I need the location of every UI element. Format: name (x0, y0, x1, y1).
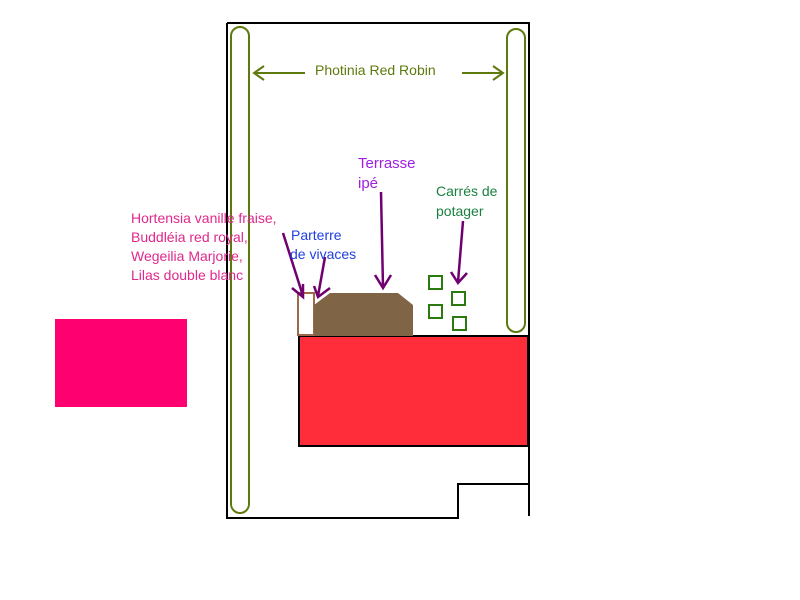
vegetable-label: Carrés de potager (436, 183, 501, 219)
pink-block (55, 319, 187, 407)
hedge-right (506, 28, 526, 333)
shrubs-label: Hortensia vanille fraise, Buddléia red r… (131, 210, 280, 283)
terrace (314, 293, 413, 336)
perennials-label: Parterre de vivaces (290, 227, 356, 262)
house (298, 335, 529, 447)
terrace-label: Terrasse ipé (358, 155, 420, 192)
hedge-arrow-left (252, 65, 305, 81)
hedge-label: Photinia Red Robin (315, 62, 436, 78)
hedge-arrow-right (462, 65, 505, 81)
hedge-left (230, 26, 250, 514)
pointer-arrows (281, 191, 468, 300)
vegetable-squares (428, 275, 467, 331)
shrub-bed (297, 292, 315, 336)
